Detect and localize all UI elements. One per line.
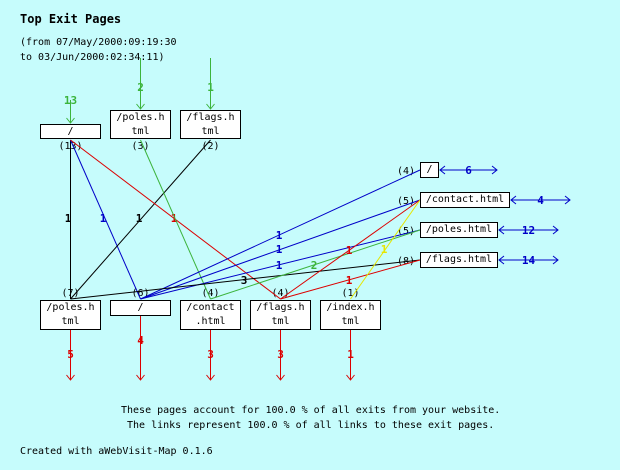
exit-visits-count: (4)	[201, 288, 219, 299]
date-range: (from 07/May/2000:09:19:30 to 03/Jun/200…	[20, 35, 177, 65]
loop-arrowhead-left-icon	[498, 225, 505, 235]
incoming-count-label: 1	[207, 81, 214, 94]
exit-count-label: 5	[67, 348, 74, 361]
intermediate-visits-count: (4)	[397, 166, 415, 177]
loop-arrowhead-right-icon	[564, 195, 571, 205]
intermediate-page-node[interactable]: /flags.html	[420, 252, 498, 268]
link-line	[350, 199, 421, 300]
intermediate-visits-count: (5)	[397, 226, 415, 237]
page-title: Top Exit Pages	[20, 12, 122, 26]
loop-count-label: 14	[522, 254, 536, 267]
incoming-arrowhead-icon	[206, 103, 215, 110]
exit-visits-count: (6)	[131, 288, 149, 299]
link-line	[70, 139, 141, 300]
incoming-arrowhead-icon	[136, 103, 145, 110]
footer-exits-summary: These pages account for 100.0 % of all e…	[121, 405, 501, 416]
exit-page-node[interactable]: /contact .html	[180, 300, 241, 330]
intermediate-page-node[interactable]: /contact.html	[420, 192, 510, 208]
link-line	[140, 139, 211, 300]
exit-count-label: 4	[137, 334, 144, 347]
link-count-label: 1	[136, 212, 143, 225]
loop-count-label: 4	[537, 194, 544, 207]
loop-arrowhead-right-icon	[491, 165, 498, 175]
entry-visits-count: (2)	[201, 141, 219, 152]
date-range-to: to 03/Jun/2000:02:34:11)	[20, 52, 165, 63]
exit-visits-count: (4)	[271, 288, 289, 299]
link-line	[70, 259, 421, 300]
intermediate-page-node[interactable]: /poles.html	[420, 222, 498, 238]
link-count-label: 1	[276, 243, 283, 256]
loop-arrowhead-left-icon	[498, 255, 505, 265]
exit-arrowhead-icon	[66, 374, 75, 381]
link-line	[70, 139, 211, 300]
entry-page-node[interactable]: /poles.h tml	[110, 110, 171, 139]
loop-count-label: 6	[465, 164, 472, 177]
intermediate-visits-count: (5)	[397, 196, 415, 207]
exit-page-node[interactable]: /index.h tml	[320, 300, 381, 330]
link-line	[280, 199, 421, 300]
date-range-from: (from 07/May/2000:09:19:30	[20, 37, 177, 48]
entry-page-node[interactable]: /flags.h tml	[180, 110, 241, 139]
exit-count-label: 1	[347, 348, 354, 361]
link-line	[140, 229, 421, 300]
footer-credit: Created with aWebVisit-Map 0.1.6	[20, 446, 213, 457]
exit-arrowhead-icon	[276, 374, 285, 381]
exit-visits-count: (1)	[341, 288, 359, 299]
link-count-label: 3	[241, 274, 248, 287]
link-count-label: 1	[346, 274, 353, 287]
exit-arrowhead-icon	[346, 374, 355, 381]
link-count-label: 1	[100, 212, 107, 225]
loop-arrowhead-left-icon	[439, 165, 446, 175]
exit-page-node[interactable]: /flags.h tml	[250, 300, 311, 330]
link-line	[140, 199, 421, 300]
loop-arrowhead-right-icon	[552, 255, 559, 265]
link-line	[210, 229, 421, 300]
incoming-count-label: 2	[137, 81, 144, 94]
exit-page-node[interactable]: /	[110, 300, 171, 316]
link-count-label: 1	[346, 244, 353, 257]
loop-arrowhead-right-icon	[552, 225, 559, 235]
exit-count-label: 3	[277, 348, 284, 361]
entry-page-node[interactable]: /	[40, 124, 101, 139]
link-count-label: 1	[171, 212, 178, 225]
exit-page-node[interactable]: /poles.h tml	[40, 300, 101, 330]
entry-visits-count: (3)	[131, 141, 149, 152]
link-count-label: 1	[65, 212, 72, 225]
exit-arrowhead-icon	[206, 374, 215, 381]
link-count-label: 1	[381, 243, 388, 256]
link-count-label: 2	[311, 259, 318, 272]
link-line	[280, 259, 421, 300]
loop-arrowhead-left-icon	[510, 195, 517, 205]
intermediate-page-node[interactable]: /	[420, 162, 439, 178]
incoming-arrowhead-icon	[66, 117, 75, 124]
loop-count-label: 12	[522, 224, 535, 237]
link-count-label: 1	[276, 259, 283, 272]
exit-count-label: 3	[207, 348, 214, 361]
link-line	[140, 169, 421, 300]
link-count-label: 1	[276, 229, 283, 242]
exit-arrowhead-icon	[136, 374, 145, 381]
footer-links-summary: The links represent 100.0 % of all links…	[127, 420, 495, 431]
incoming-count-label: 13	[64, 94, 77, 107]
